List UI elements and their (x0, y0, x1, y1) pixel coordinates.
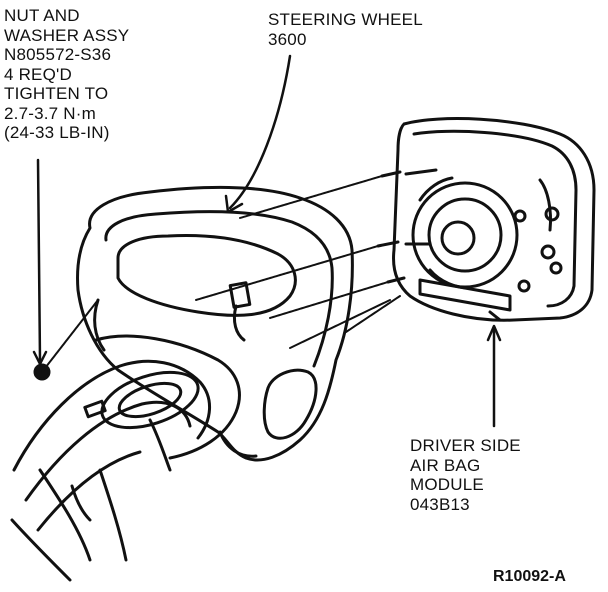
callout-line: 043B13 (410, 494, 470, 514)
module-stud-bottom (386, 276, 406, 284)
wheel-connector (228, 281, 252, 309)
callout-line: STEERING WHEEL (268, 10, 423, 29)
callout-line: NUT AND (4, 6, 80, 25)
callout-line: MODULE (410, 475, 484, 494)
callout-line: AIR BAG (410, 455, 481, 475)
right-spoke-opening (262, 368, 318, 440)
nut-washer-callout: NUT AND WASHER ASSY N805572-S36 4 REQ'D … (4, 6, 129, 143)
module-stud-lower (376, 240, 400, 248)
callout-line: WASHER ASSY (4, 25, 130, 45)
steering-wheel-callout: STEERING WHEEL 3600 (268, 10, 423, 49)
callout-line: 2.7-3.7 N·m (4, 103, 96, 123)
airbag-module (392, 117, 596, 322)
callout-line: DRIVER SIDE (410, 436, 521, 455)
steering-column (12, 359, 212, 472)
module-stud-upper (380, 170, 402, 178)
nut-leader-line (36, 158, 42, 362)
upper-spoke-opening (116, 234, 297, 317)
callout-line: TIGHTEN TO (4, 84, 109, 103)
module-stud-right (488, 310, 502, 322)
callout-line: 3600 (268, 29, 307, 49)
callout-line: N805572-S36 (4, 45, 112, 64)
airbag-module-callout: DRIVER SIDE AIR BAG MODULE 043B13 (410, 436, 521, 514)
steering-wheel-rim-inner (104, 210, 334, 368)
wheel-hub (94, 334, 241, 460)
callout-line: (24-33 LB-IN) (4, 123, 110, 142)
callout-line: 4 REQ'D (4, 64, 72, 84)
column-collar (100, 370, 200, 430)
wheel-leader-line (228, 54, 292, 210)
figure-reference-number: R10092-A (493, 568, 566, 585)
steering-wheel-rim (76, 185, 354, 462)
